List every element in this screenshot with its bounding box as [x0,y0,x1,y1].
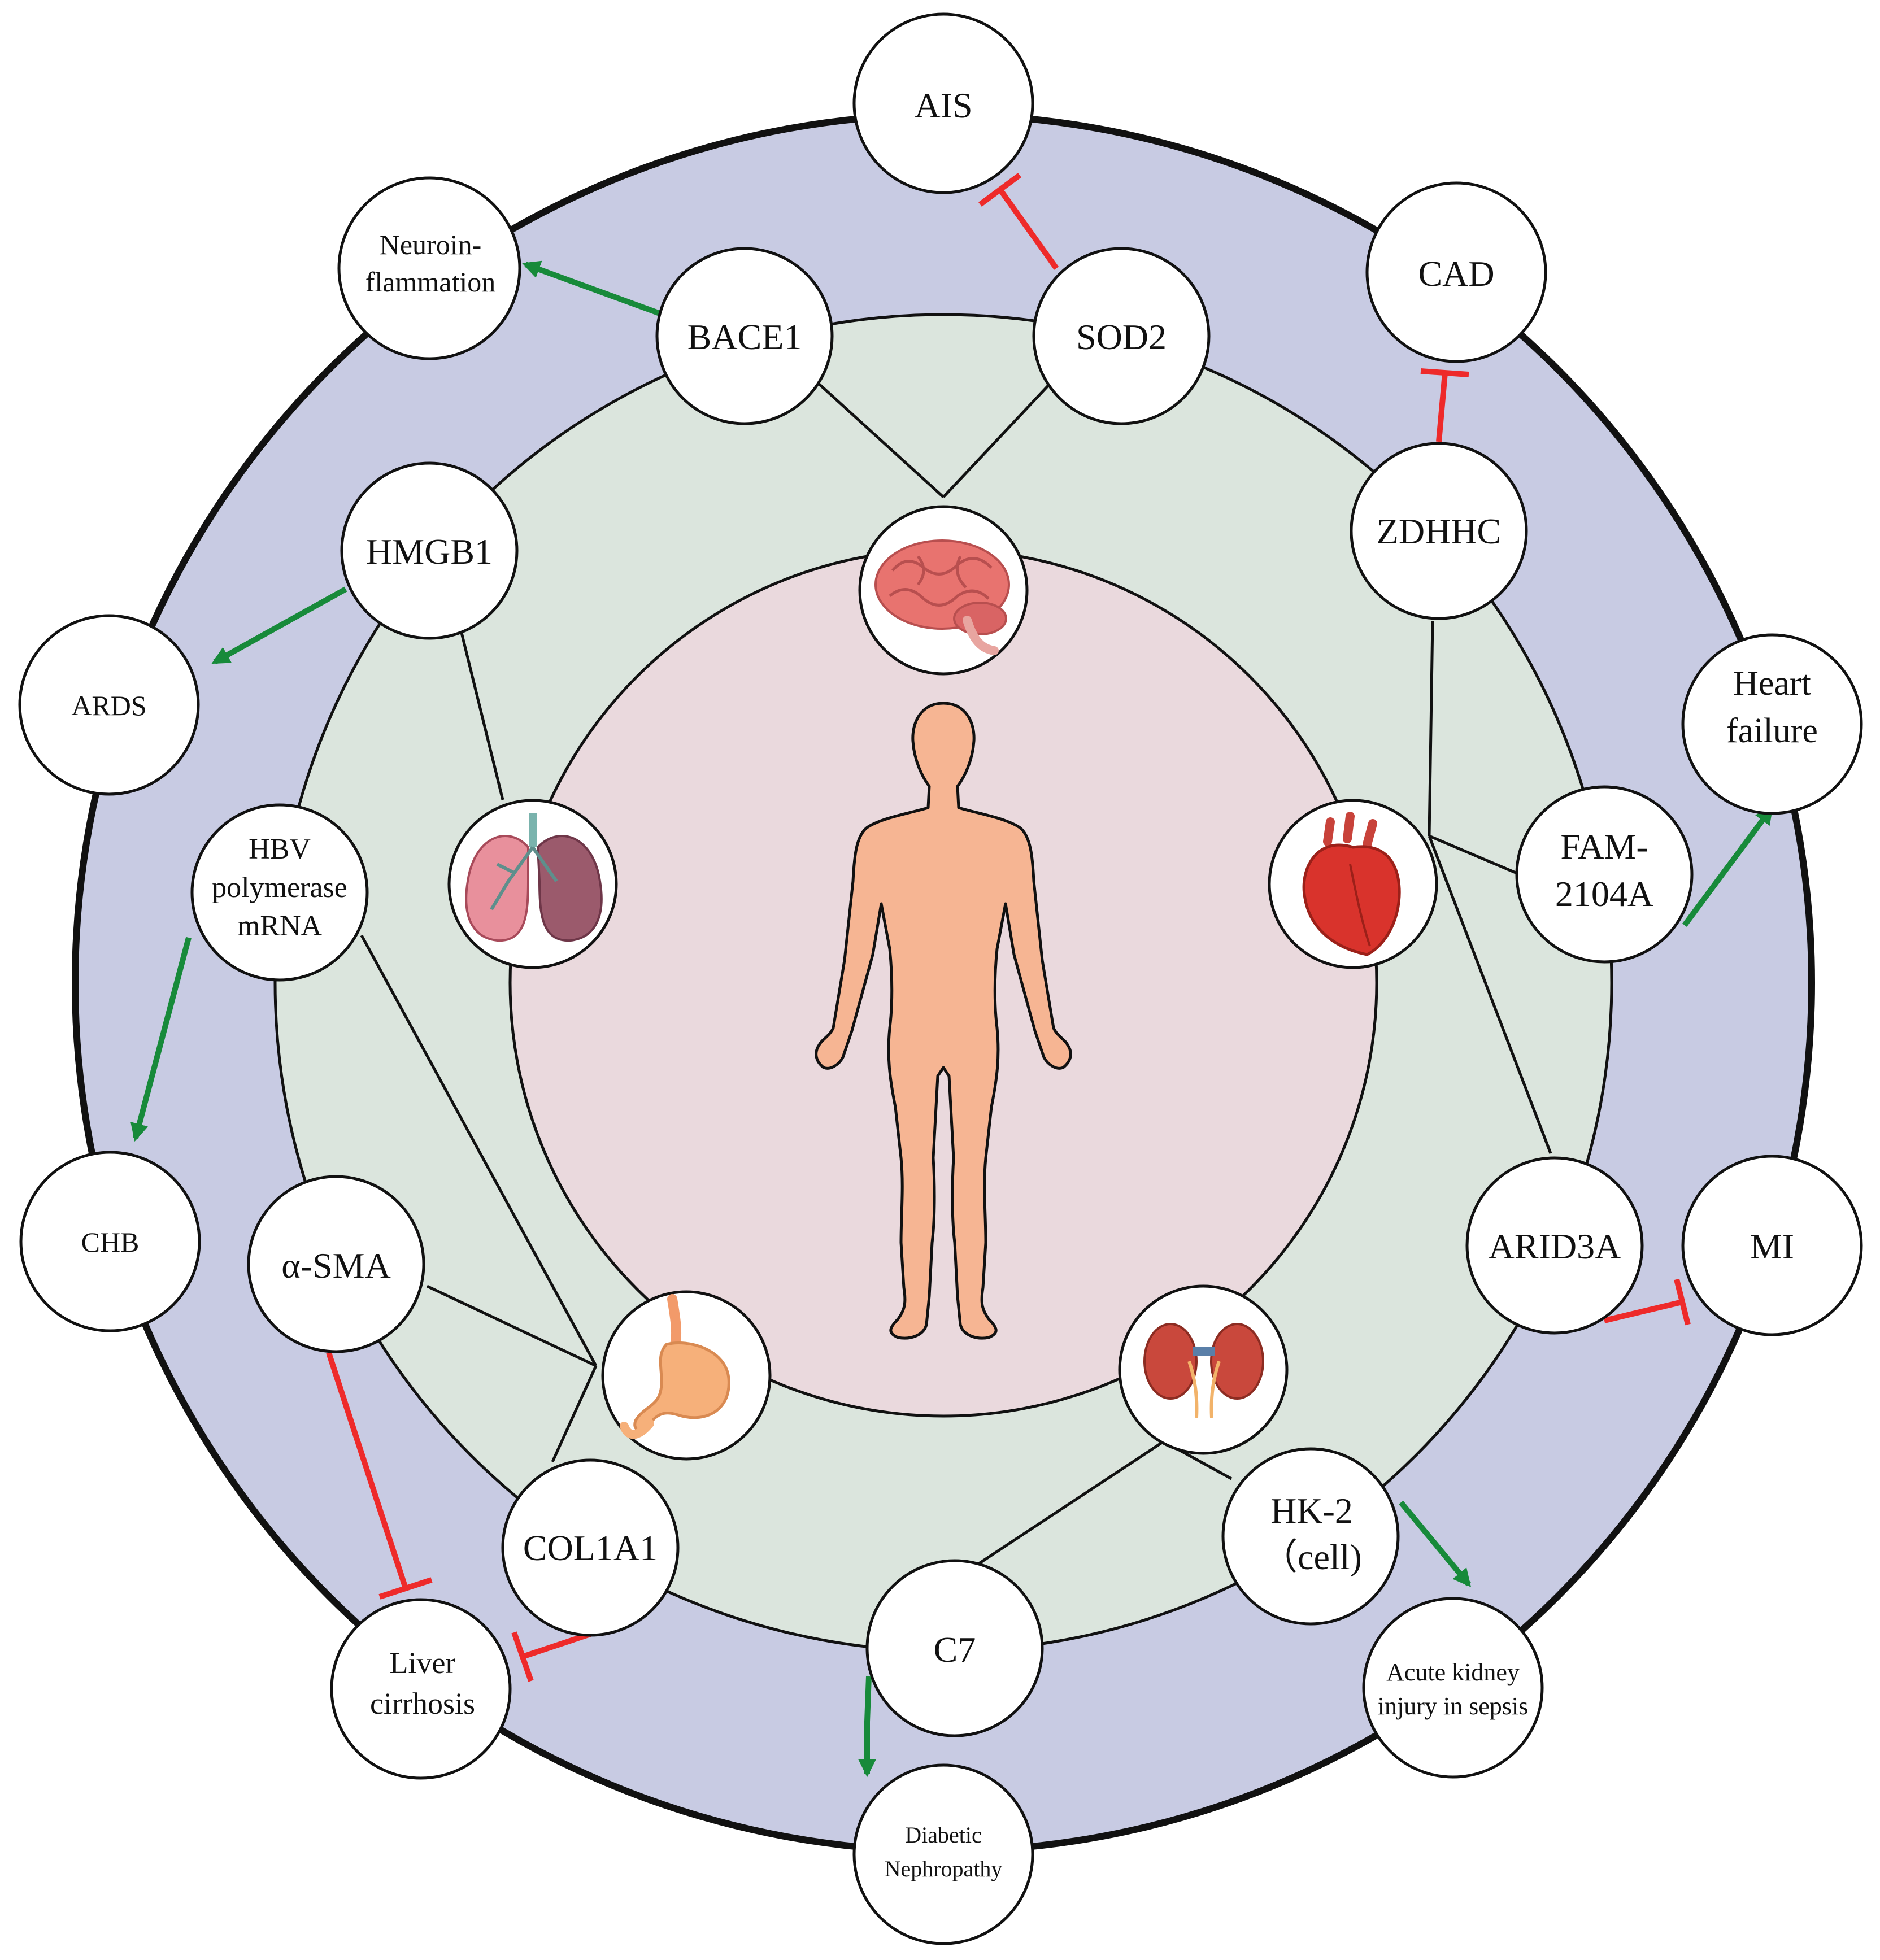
disease-label-ais: AIS [914,85,972,125]
gene-node-c7[interactable] [865,1559,1044,1737]
gene-label-hk2: HK-2（cell) [1261,1491,1362,1577]
gene-node-arid3a[interactable] [1465,1156,1644,1335]
gene-label-col1a1: COL1A1 [523,1528,658,1568]
inhibit-col1a1-liver-bar [511,1631,534,1682]
human-body-icon [815,702,1072,1340]
disease-node-cad[interactable] [1365,181,1547,363]
disease-nodes [18,12,1863,1945]
inhibit-sod2-ais [997,188,1059,270]
gene-label-sod2: SOD2 [1076,317,1167,357]
inhibit-arrows [326,172,1691,1682]
arrow-bace1-neuroinflammation [521,260,661,316]
gene-label-hmgb1: HMGB1 [366,532,493,572]
heart-icon [1302,812,1401,956]
brain-icon [874,539,1010,655]
link-lung-hmgb1 [459,628,504,800]
link-stomach-asma [426,1284,597,1367]
gene-nodes [190,247,1694,1737]
gene-label-fam: FAM-2104A [1555,826,1653,914]
disease-label-cad: CAD [1418,254,1494,294]
arrow-hmgb1-ards [211,586,347,665]
gene-node-hbv[interactable] [190,803,369,982]
promote-arrows [130,260,1774,1778]
inhibit-asma-liver [326,1352,408,1589]
disease-node-chb[interactable] [19,1151,201,1332]
gene-label-zdhhc: ZDHHC [1377,511,1501,551]
arrow-fam-heartfailure [1682,805,1774,927]
disease-node-neuroinflammation[interactable] [337,176,521,360]
arrow-c7-dn [858,1676,877,1778]
disease-node-mi[interactable] [1681,1155,1863,1336]
disease-node-aki[interactable] [1362,1597,1544,1779]
link-stomach-hbv [360,934,598,1367]
arrow-hbv-chb [130,937,192,1142]
disease-label-chb: CHB [81,1226,140,1258]
gene-node-hk2[interactable] [1221,1447,1400,1626]
gene-label-c7: C7 [934,1630,976,1670]
arrow-hk2-aki [1399,1500,1472,1587]
inhibit-zdhhc-cad [1436,372,1448,442]
inhibit-arid3a-mi [1603,1299,1683,1323]
link-heart-fam [1429,834,1520,876]
gene-label-asma: α-SMA [281,1245,391,1286]
link-kidney-c7 [976,1440,1165,1566]
gene-node-hmgb1[interactable] [340,461,519,640]
inhibit-col1a1-liver [521,1631,591,1660]
disease-label-neuroinflammation: Neuroin-flammation [365,229,496,298]
gene-node-col1a1[interactable] [501,1458,680,1637]
gene-node-fam[interactable] [1515,785,1694,964]
gene-node-asma[interactable] [247,1175,425,1353]
link-brain-sod2 [942,383,1051,498]
gene-node-sod2[interactable] [1032,247,1211,425]
link-heart-arid3a [1428,835,1552,1154]
lungs-icon [465,813,603,942]
link-brain-bace1 [818,383,945,498]
gene-node-zdhhc[interactable] [1350,442,1528,620]
stomach-icon [620,1294,730,1439]
link-stomach-col1a1 [551,1365,598,1463]
disease-node-ards[interactable] [18,614,200,796]
gene-label-arid3a: ARID3A [1489,1226,1621,1266]
inhibit-asma-liver-bar [378,1577,433,1600]
organ-gene-links [360,383,1552,1566]
disease-label-ards: ARDS [71,690,146,721]
disease-node-liver-cirrhosis[interactable] [330,1598,512,1780]
disease-node-ais[interactable] [852,12,1034,194]
link-heart-zdhhc [1428,621,1434,837]
gene-node-bace1[interactable] [655,247,834,425]
disease-label-mi: MI [1750,1226,1794,1266]
kidneys-icon [1143,1323,1264,1418]
inhibit-sod2-ais-bar [978,172,1021,207]
gene-label-bace1: BACE1 [687,317,802,357]
inhibit-arid3a-mi-bar [1674,1278,1691,1326]
inhibit-zdhhc-cad-bar [1420,368,1469,377]
disease-node-dn[interactable] [852,1763,1034,1945]
disease-node-heart-failure[interactable] [1681,633,1863,815]
